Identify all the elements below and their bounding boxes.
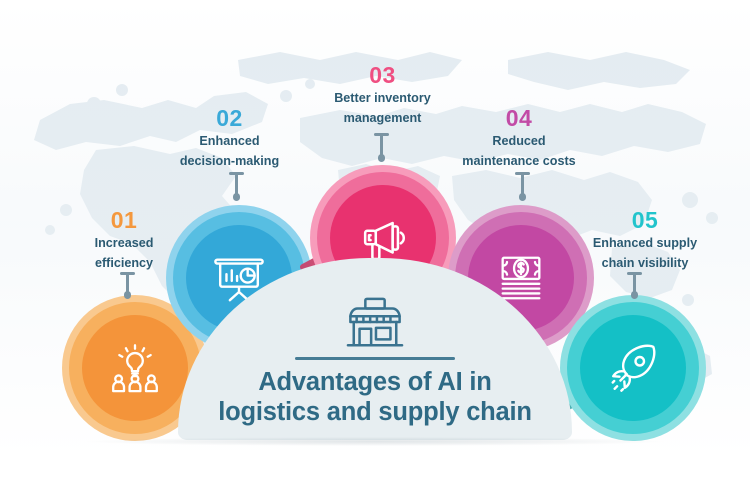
money-stack-icon bbox=[494, 251, 548, 305]
step-label-05: Enhanced supply chain visibility bbox=[592, 236, 698, 270]
pin-stem bbox=[633, 273, 636, 293]
pin-stem bbox=[126, 273, 129, 293]
step-label-04: Reduced maintenance costs bbox=[462, 134, 576, 168]
pin-dot bbox=[518, 193, 527, 201]
pin-dot bbox=[123, 291, 132, 299]
presentation-chart-icon bbox=[212, 251, 266, 305]
pin-stem bbox=[521, 173, 524, 195]
connector-pin-05 bbox=[627, 272, 642, 299]
connector-pin-04 bbox=[515, 172, 530, 201]
dome-ground-shadow bbox=[86, 437, 664, 446]
page-title: Advantages of AI in logistics and supply… bbox=[218, 368, 532, 426]
bubble-05[interactable] bbox=[548, 295, 706, 441]
megaphone-icon bbox=[356, 211, 410, 265]
step-label-03: Better inventory management bbox=[334, 91, 431, 125]
connector-pin-02 bbox=[229, 172, 244, 201]
step-number-01: 01 bbox=[110, 207, 138, 233]
step-number-04: 04 bbox=[505, 105, 533, 131]
lightbulb-team-icon bbox=[108, 341, 162, 395]
pin-dot bbox=[377, 154, 386, 162]
pin-stem bbox=[380, 134, 383, 156]
step-label-02: Enhanced decision-making bbox=[179, 134, 280, 168]
pin-stem bbox=[235, 173, 238, 195]
step-number-03: 03 bbox=[369, 62, 396, 88]
pin-dot bbox=[630, 291, 639, 299]
connector-pin-03 bbox=[374, 133, 389, 162]
bubble-inner-05 bbox=[580, 315, 686, 421]
step-number-05: 05 bbox=[631, 207, 659, 233]
pin-dot bbox=[232, 193, 241, 201]
connector-pin-01 bbox=[120, 272, 135, 299]
bubble-inner-01 bbox=[82, 315, 188, 421]
storefront-icon bbox=[346, 297, 404, 347]
rocket-icon bbox=[606, 341, 660, 395]
step-label-01: Increased efficiency bbox=[94, 236, 154, 270]
title-divider bbox=[295, 357, 455, 360]
step-number-02: 02 bbox=[216, 105, 243, 131]
